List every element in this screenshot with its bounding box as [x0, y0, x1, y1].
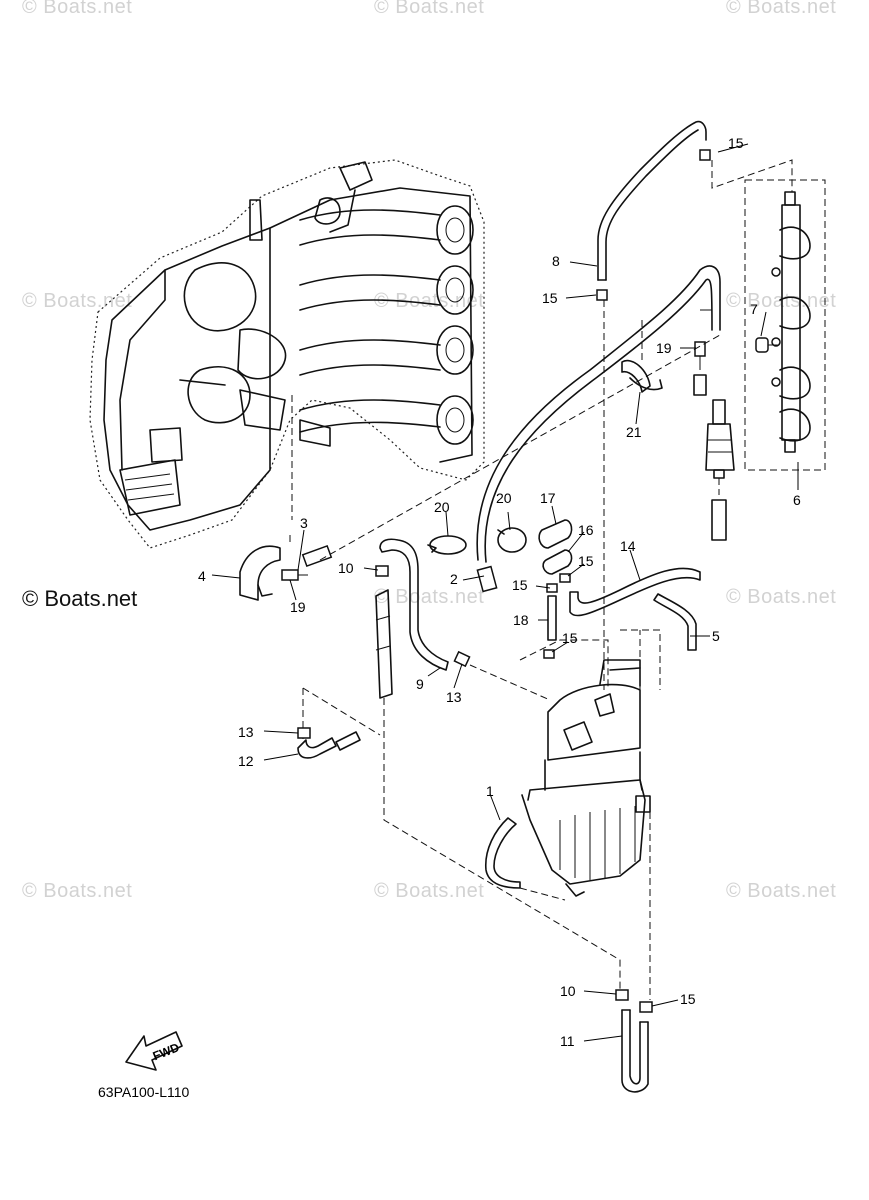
connection-line [469, 629, 661, 701]
connection-line [639, 630, 651, 1000]
callout-15: 15 [680, 991, 696, 1007]
fwd-arrow-icon: FWD [125, 1031, 183, 1071]
callout-17: 17 [540, 490, 556, 506]
callout-20: 20 [496, 490, 512, 506]
hose-4 [239, 545, 281, 601]
fwd-label: FWD [151, 1040, 182, 1063]
hose-9 [379, 538, 449, 671]
hose-1 [485, 817, 521, 889]
callout-1: 1 [486, 783, 494, 799]
watermark-strong: © Boats.net [22, 586, 138, 611]
clip-15 [559, 573, 571, 583]
callout-13: 13 [446, 689, 462, 705]
callout-15: 15 [578, 553, 594, 569]
callout-5: 5 [712, 628, 720, 644]
hose-18 [547, 595, 557, 641]
hose-12 [297, 731, 361, 759]
watermark: © Boats.net [374, 0, 485, 18]
callout-10: 10 [338, 560, 354, 576]
callout-10: 10 [560, 983, 576, 999]
clip-13-lower [297, 727, 311, 739]
clip-15-mid [596, 289, 608, 301]
engine-block-illustration [89, 159, 485, 549]
callout-4: 4 [198, 568, 206, 584]
clip-13-upper [453, 650, 471, 668]
callout-11: 11 [560, 1033, 575, 1049]
vapor-separator-left [375, 589, 621, 990]
connection-line [302, 687, 381, 740]
callout-7: 7 [750, 301, 758, 317]
callouts: 15 8 15 7 19 21 6 3 4 19 20 20 17 16 15 … [198, 135, 801, 1049]
callout-2: 2 [450, 571, 458, 587]
callout-18: 18 [513, 612, 529, 628]
callout-9: 9 [416, 676, 424, 692]
check-valve-19-upper [693, 341, 707, 396]
callout-20: 20 [434, 499, 450, 515]
callout-8: 8 [552, 253, 560, 269]
fuel-hose-8 [597, 120, 707, 281]
watermark: © Boats.net [726, 880, 837, 902]
watermark: © Boats.net [374, 290, 485, 312]
callout-13: 13 [238, 724, 254, 740]
connection-line [711, 159, 793, 192]
callout-6: 6 [793, 492, 801, 508]
hose-3 [301, 544, 333, 568]
vapor-separator-tank [521, 659, 651, 897]
watermark: © Boats.net [22, 880, 133, 902]
diagram-code: 63PA100-L110 [98, 1084, 190, 1100]
callout-15: 15 [562, 630, 578, 646]
clip-15-top [699, 149, 711, 161]
watermark: © Boats.net [374, 586, 485, 608]
callout-15: 15 [542, 290, 558, 306]
connection-line [289, 395, 293, 545]
watermark: © Boats.net [726, 586, 837, 608]
clip-20-right [497, 527, 527, 553]
callout-15: 15 [728, 135, 744, 151]
callout-3: 3 [300, 515, 308, 531]
callout-15: 15 [512, 577, 528, 593]
watermark: © Boats.net [22, 0, 133, 18]
clip-10-upper [375, 565, 389, 577]
connection-line [319, 334, 721, 561]
watermark: © Boats.net [22, 290, 133, 312]
watermark: © Boats.net [726, 0, 837, 18]
callout-16: 16 [578, 522, 594, 538]
hose-11 [615, 989, 653, 1093]
fuel-rail-plug [755, 337, 778, 353]
callout-14: 14 [620, 538, 636, 554]
callout-19: 19 [290, 599, 306, 615]
clamp-21 [621, 359, 663, 393]
callout-19: 19 [656, 340, 672, 356]
sleeve-17 [538, 519, 573, 549]
hose-5 [653, 593, 697, 651]
watermark: © Boats.net [374, 880, 485, 902]
clip-20-left [427, 535, 467, 555]
inline-fuel-filter [705, 399, 735, 541]
hose-14 [569, 567, 701, 617]
leader-lines [211, 143, 799, 1042]
hose-2 [476, 565, 498, 593]
connection-line [519, 887, 566, 901]
callout-12: 12 [238, 753, 254, 769]
clip-15 [543, 649, 555, 659]
check-valve-19-lower [281, 569, 308, 581]
callout-21: 21 [626, 424, 642, 440]
fuel-rail-assembly [744, 179, 826, 471]
hose-16 [542, 549, 573, 575]
fuel-hose-long [476, 265, 721, 563]
